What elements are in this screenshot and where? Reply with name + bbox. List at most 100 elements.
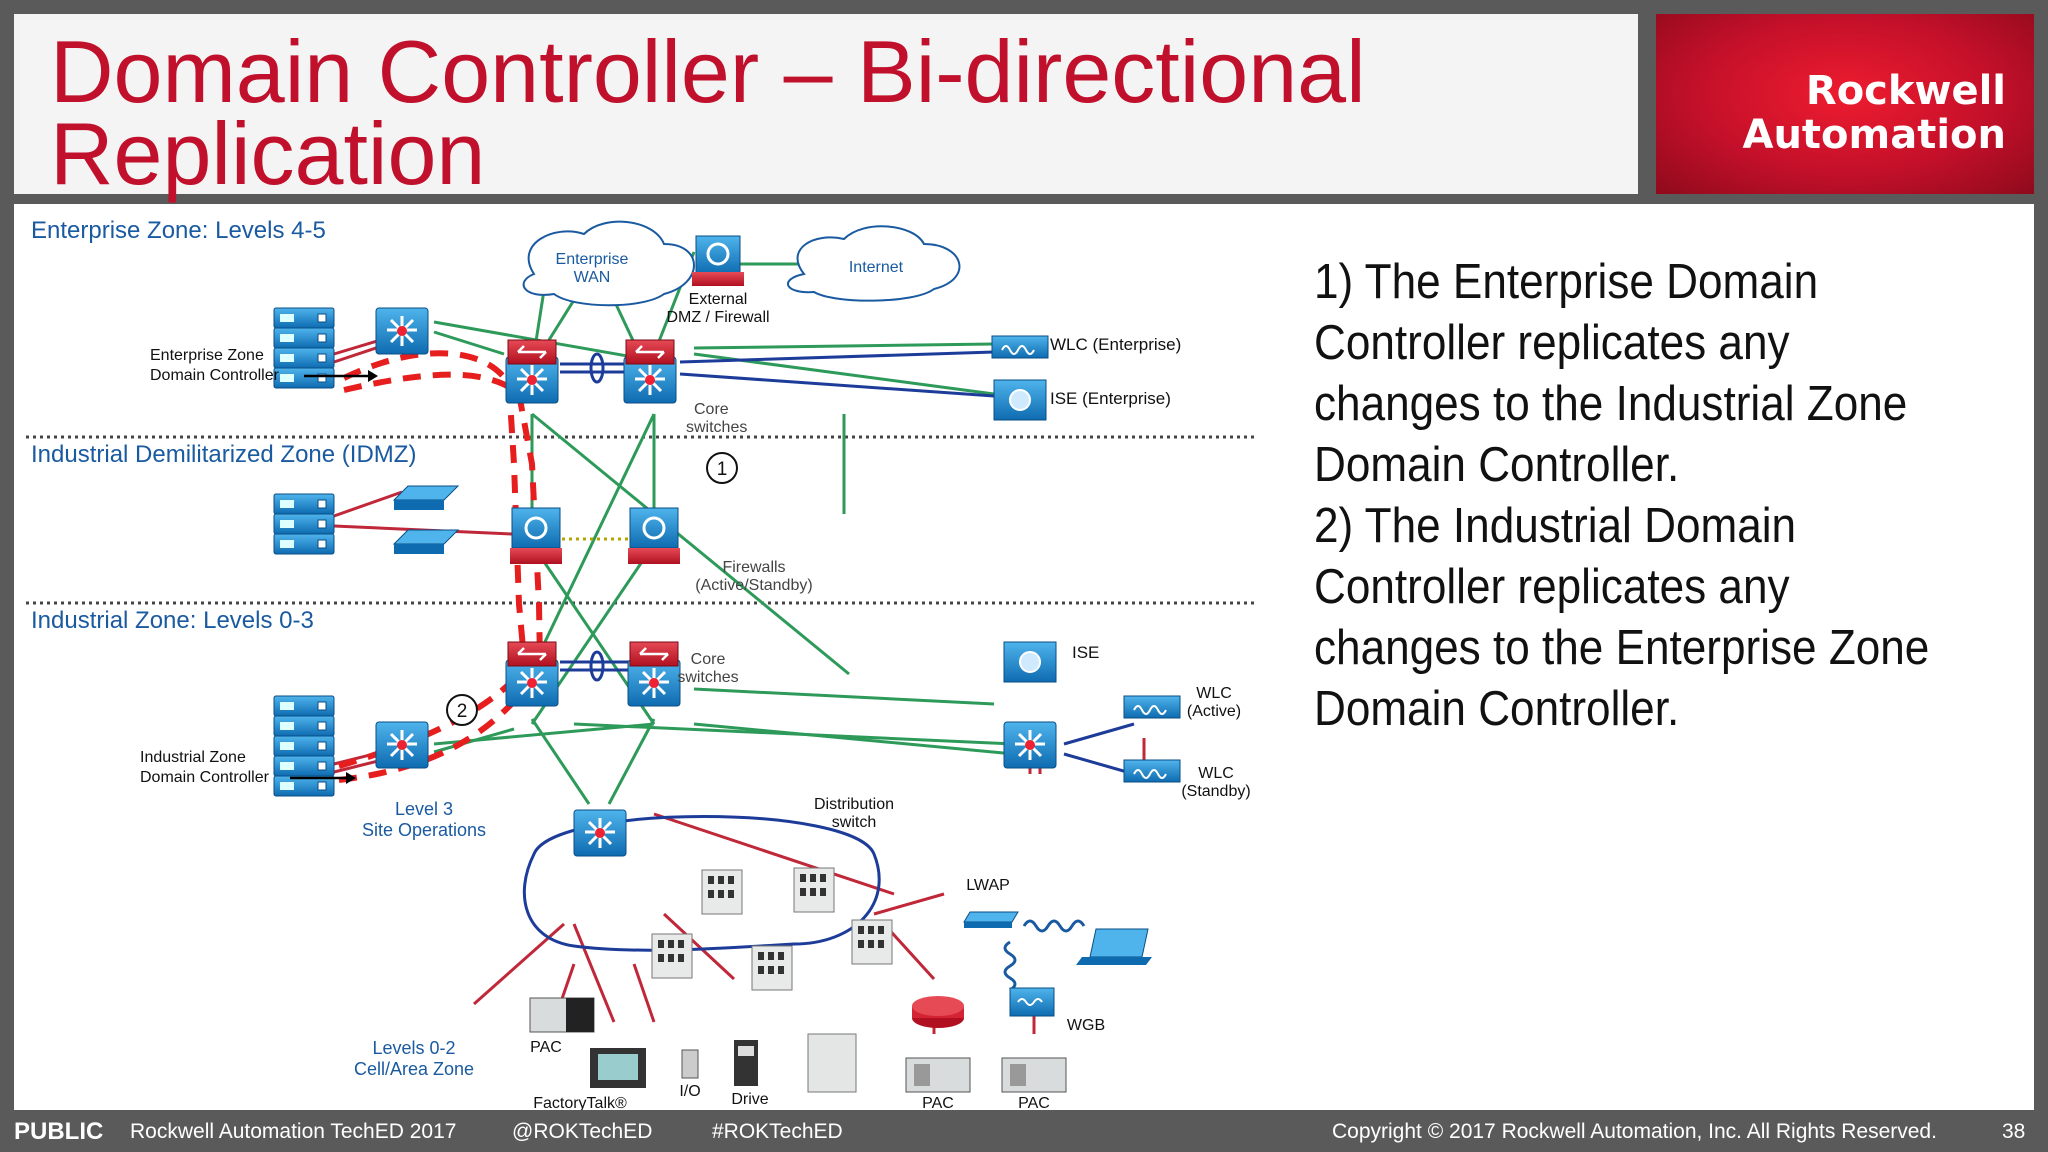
wlc-enterprise-label: WLC (Enterprise): [1050, 335, 1181, 354]
pac-left-label: PAC: [530, 1039, 562, 1056]
bullet-line-6: Controller replicates any: [1314, 560, 1790, 614]
internet-label: Internet: [849, 259, 904, 276]
network-diagram: Enterprise Zone: Levels 4-5 Industrial D…: [26, 217, 1254, 1110]
pac-bottom-label-2: PAC: [1018, 1095, 1050, 1110]
industrial-dc-label-2: Domain Controller: [140, 769, 270, 786]
core-switch-icon: [504, 658, 560, 708]
industrial-zone-label: Industrial Zone: Levels 0-3: [31, 607, 314, 634]
core-switches-top-label-1: Core: [694, 401, 729, 418]
footer-bar: PUBLIC Rockwell Automation TechED 2017 @…: [0, 1110, 2048, 1152]
external-firewall-icon: [692, 235, 744, 286]
wlc-active-label-2: (Active): [1187, 703, 1241, 720]
ring-switch-icon: [701, 869, 743, 915]
external-dmz-label-2: DMZ / Firewall: [666, 309, 769, 326]
wireless-signal-icon: [1003, 940, 1017, 992]
core-firewall-icon: [506, 338, 558, 366]
bullet-line-7: changes to the Enterprise Zone: [1314, 621, 1930, 675]
internet-cloud: Internet: [787, 225, 961, 302]
core-switches-bottom-label-1: Core: [691, 651, 726, 668]
enterprise-wan-label-1: Enterprise: [556, 251, 629, 268]
distribution-switch-label-2: switch: [832, 814, 876, 831]
ise-icon: [1003, 641, 1057, 683]
firewalls-label-1: Firewalls: [722, 559, 785, 576]
ise-switch-icon: [1002, 720, 1058, 770]
drive-cabinet-icon: [807, 1033, 857, 1093]
footer-hashtag: #ROKTechED: [712, 1120, 843, 1143]
network-links-red: [333, 334, 1146, 1034]
core-switches-top-label-2: switches: [686, 419, 747, 436]
replication-marker-2: [446, 694, 478, 726]
enterprise-zone-label: Enterprise Zone: Levels 4-5: [31, 217, 326, 244]
ise-enterprise-icon: [993, 379, 1047, 421]
industrial-dc-label-1: Industrial Zone: [140, 749, 246, 766]
wlc-enterprise-icon: [991, 335, 1049, 359]
ise-label: ISE: [1072, 643, 1099, 662]
slide-title-line-1: Domain Controller – Bi-directional: [50, 22, 1366, 121]
pac-bottom-label-1: PAC: [922, 1095, 954, 1110]
wireless-signal-icon: [1022, 919, 1086, 933]
marker-1-label: 1: [717, 459, 728, 480]
arrow-head-icon: [368, 370, 378, 382]
external-dmz-label-1: External: [689, 291, 748, 308]
wlc-standby-label-1: WLC: [1198, 765, 1234, 782]
hmi-icon: [590, 1048, 646, 1088]
footer-copyright: Copyright © 2017 Rockwell Automation, In…: [1332, 1120, 1937, 1143]
pac-icon: [1001, 1057, 1067, 1093]
enterprise-dc-label-2: Domain Controller: [150, 367, 280, 384]
wlc-active-icon: [1123, 695, 1181, 719]
core-firewall-icon: [628, 640, 680, 668]
ise-enterprise-label: ISE (Enterprise): [1050, 389, 1171, 408]
bullet-line-2: Controller replicates any: [1314, 316, 1790, 370]
marker-2-label: 2: [457, 701, 468, 722]
footer-classification: PUBLIC: [14, 1118, 104, 1145]
firewalls-label-2: (Active/Standby): [695, 577, 812, 594]
bullet-line-1: 1) The Enterprise Domain: [1314, 255, 1819, 309]
distribution-switch-label-1: Distribution: [814, 796, 894, 813]
ring-switch-icon: [651, 933, 693, 979]
wgb-icon: [1009, 987, 1055, 1017]
router-icon: [912, 996, 964, 1028]
core-switches-bottom-label-2: switches: [677, 669, 738, 686]
enterprise-wan-cloud: Enterprise WAN: [522, 220, 695, 307]
idmz-switch-icon: [392, 485, 460, 554]
level3-label-1: Level 3: [395, 799, 453, 819]
distribution-switch-icon: [572, 808, 628, 858]
levels02-label-2: Cell/Area Zone: [354, 1059, 474, 1079]
ring-switch-icon: [793, 867, 835, 913]
core-switch-icon: [626, 658, 682, 708]
arrow-head-icon: [346, 772, 356, 784]
factorytalk-label: FactoryTalk®: [533, 1095, 627, 1110]
title-bar: Domain Controller – Bi-directional Repli…: [14, 14, 1638, 198]
wlc-standby-label-2: (Standby): [1181, 783, 1250, 800]
idmz-firewall-icon: [510, 507, 562, 564]
lwap-icon: [963, 911, 1019, 928]
enterprise-wan-label-2: WAN: [574, 269, 611, 286]
io-label: I/O: [679, 1083, 700, 1100]
idmz-firewall-icon: [628, 507, 680, 564]
pac-icon: [529, 997, 595, 1033]
replication-path: [338, 350, 543, 783]
logo-text-line-1: Rockwell: [1805, 68, 2006, 114]
wlc-standby-icon: [1123, 759, 1181, 783]
ring-topology: [522, 815, 881, 952]
idmz-servers-icon: [273, 493, 335, 555]
lwap-label: LWAP: [966, 877, 1010, 894]
idmz-zone-label: Industrial Demilitarized Zone (IDMZ): [31, 441, 416, 468]
wgb-label: WGB: [1067, 1017, 1105, 1034]
bullet-line-8: Domain Controller.: [1314, 682, 1680, 736]
ring-switch-icon: [751, 945, 793, 991]
network-links-blue: [560, 350, 1135, 776]
level3-label-2: Site Operations: [362, 820, 486, 840]
io-icon: [681, 1049, 699, 1079]
levels02-label-1: Levels 0-2: [372, 1038, 455, 1058]
laptop-icon: [1076, 928, 1152, 965]
pac-icon: [905, 1057, 971, 1093]
footer-event: Rockwell Automation TechED 2017: [130, 1120, 457, 1143]
slide-title-line-2: Replication: [50, 104, 486, 203]
bullet-line-4: Domain Controller.: [1314, 438, 1680, 492]
replication-marker-1: [706, 452, 738, 484]
footer-handle: @ROKTechED: [512, 1120, 653, 1143]
drive-icon: [734, 1040, 758, 1086]
bullet-line-5: 2) The Industrial Domain: [1314, 499, 1797, 553]
core-firewall-icon: [624, 338, 676, 366]
